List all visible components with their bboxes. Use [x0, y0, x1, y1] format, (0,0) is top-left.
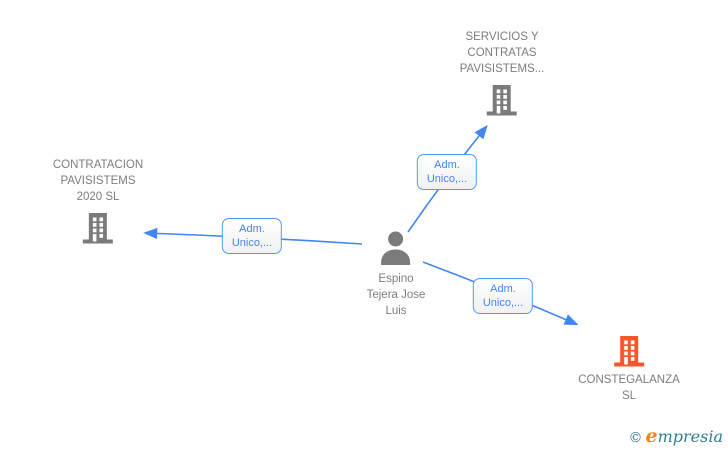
- building-icon: [611, 333, 647, 369]
- node-label: SERVICIOS Y CONTRATAS PAVISISTEMS...: [460, 29, 545, 77]
- node-label-line: Luis: [385, 305, 407, 317]
- node-label: CONSTEGALANZA SL: [578, 372, 680, 404]
- brand-initial: e: [645, 425, 658, 447]
- building-icon: [80, 210, 116, 246]
- node-servicios-y-contratas-pavisistems[interactable]: SERVICIOS Y CONTRATAS PAVISISTEMS...: [460, 29, 545, 118]
- node-label: CONTRATACION PAVISISTEMS 2020 SL: [53, 157, 143, 205]
- node-person-espino-tejera-jose-luis[interactable]: Espino Tejera Jose Luis: [367, 228, 426, 319]
- node-label-line: SERVICIOS Y: [465, 31, 539, 43]
- edge-label-adm-unico-servicios[interactable]: Adm. Unico,...: [416, 154, 478, 190]
- edge-label-line: Unico,...: [426, 173, 468, 185]
- node-label-line: CONTRATAS: [467, 47, 537, 59]
- edge-label-adm-unico-contratacion[interactable]: Adm. Unico,...: [221, 218, 283, 254]
- edge-label-line: Adm.: [434, 159, 460, 171]
- brand-rest: mpresia: [657, 427, 723, 446]
- edge-label-line: Adm.: [239, 223, 265, 235]
- edge-label-line: Unico,...: [231, 237, 273, 249]
- copyright-symbol: ©: [628, 430, 643, 446]
- building-icon: [484, 82, 520, 118]
- node-label-line: Espino: [378, 273, 414, 285]
- node-constegalanza-sl[interactable]: CONSTEGALANZA SL: [578, 333, 680, 404]
- person-icon: [376, 228, 416, 268]
- node-label-line: Tejera Jose: [366, 289, 426, 301]
- edge-label-line: Adm.: [490, 283, 516, 295]
- node-label-line: 2020 SL: [76, 191, 120, 203]
- edge-label-adm-unico-constegalanza[interactable]: Adm. Unico,...: [472, 278, 534, 314]
- node-label-line: SL: [621, 390, 637, 402]
- node-label: Espino Tejera Jose Luis: [367, 271, 426, 319]
- node-label-line: PAVISISTEMS...: [459, 63, 545, 75]
- node-contratacion-pavisistems-2020-sl[interactable]: CONTRATACION PAVISISTEMS 2020 SL: [53, 157, 143, 246]
- node-label-line: PAVISISTEMS: [60, 175, 136, 187]
- node-label-line: CONTRATACION: [52, 159, 144, 171]
- edge-label-line: Unico,...: [482, 297, 524, 309]
- node-label-line: CONSTEGALANZA: [578, 374, 680, 386]
- empresia-logo[interactable]: ©empresia: [629, 425, 724, 447]
